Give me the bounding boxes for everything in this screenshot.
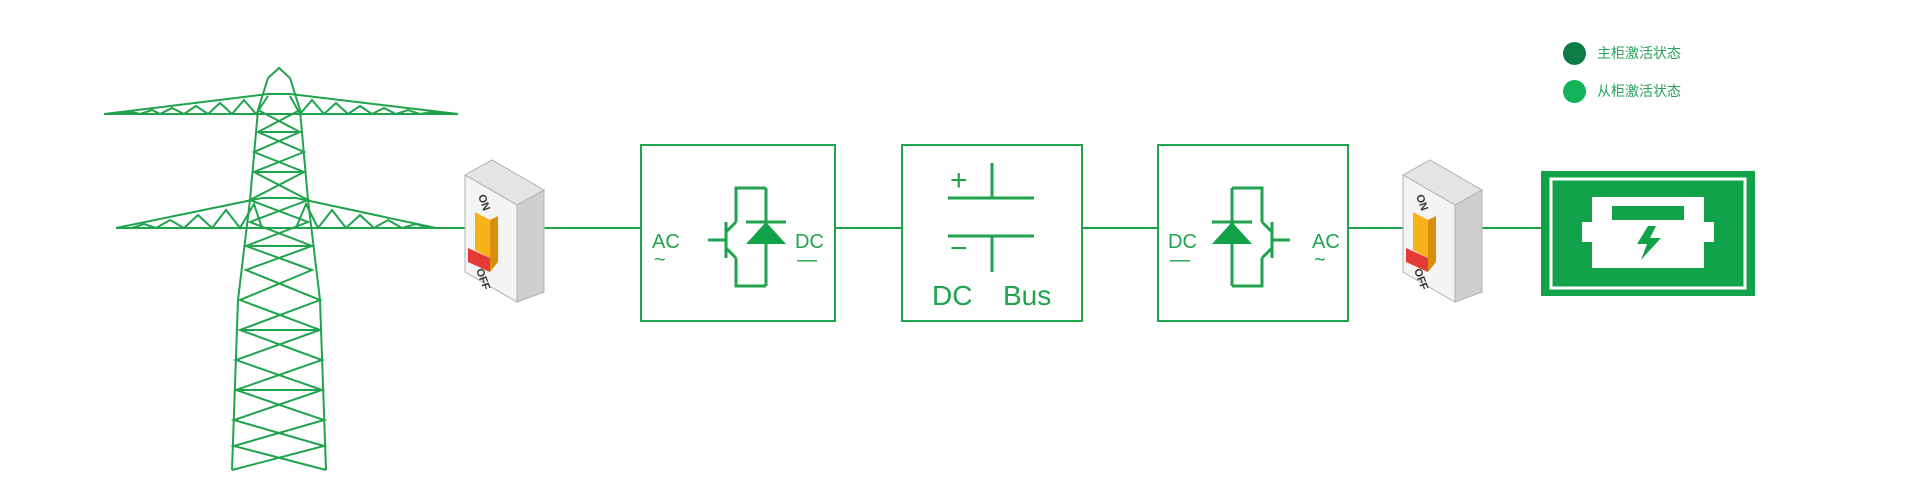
inverter-block: DC — AC ~ <box>1157 144 1349 322</box>
legend-dot-main <box>1563 41 1586 65</box>
rectifier-right-symbol: — <box>797 249 817 271</box>
diode-icon <box>746 220 786 244</box>
dc-bus-block: + − DC Bus <box>901 144 1083 322</box>
breaker-switch-left[interactable]: ON OFF <box>463 159 546 303</box>
dc-bus-minus: − <box>950 232 968 265</box>
rectifier-left-label: AC <box>652 231 680 253</box>
legend-item-sub: 从柜激活状态 <box>1563 79 1681 103</box>
inverter-right-label: AC <box>1312 231 1340 253</box>
dc-bus-label-dc: DC <box>932 280 972 311</box>
legend: 主柜激活状态 从柜激活状态 <box>1563 41 1681 118</box>
inverter-right-symbol: ~ <box>1314 249 1326 271</box>
legend-label-sub: 从柜激活状态 <box>1597 84 1681 100</box>
legend-dot-sub <box>1563 79 1586 103</box>
legend-item-main: 主柜激活状态 <box>1563 41 1681 65</box>
switch-on-label: ON <box>1413 193 1430 213</box>
switch-on-label: ON <box>475 193 492 213</box>
breaker-switch-right[interactable]: ON OFF <box>1401 159 1484 303</box>
transmission-tower-icon <box>103 66 459 471</box>
rectifier-right-label: DC <box>795 231 824 253</box>
legend-label-main: 主柜激活状态 <box>1597 46 1681 62</box>
rectifier-left-symbol: ~ <box>654 249 666 271</box>
inverter-left-symbol: — <box>1170 249 1190 271</box>
dc-bus-label-bus: Bus <box>1003 280 1051 311</box>
rectifier-block: AC ~ DC — <box>640 144 836 322</box>
capacitor-icon <box>948 163 1034 272</box>
dc-bus-plus: + <box>950 164 968 197</box>
inverter-diode-icon <box>1212 220 1252 244</box>
inverter-left-label: DC <box>1168 231 1197 253</box>
battery-load-icon <box>1541 171 1755 296</box>
